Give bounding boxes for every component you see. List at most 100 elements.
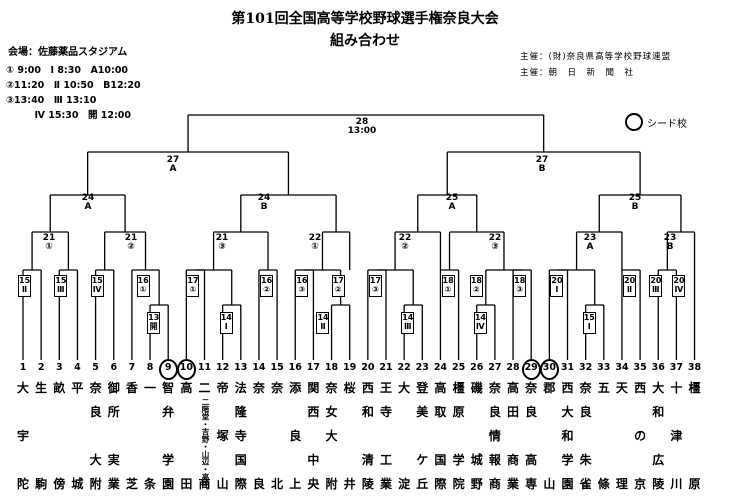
- team-name-char: [15, 400, 32, 424]
- team-name-char: 国: [434, 453, 447, 467]
- team-name-char: 学: [162, 453, 175, 467]
- team-name: 奈良朱雀: [577, 376, 594, 496]
- team-number: 34: [615, 362, 629, 373]
- team-name-char: 王: [379, 381, 392, 395]
- game-number: 15: [583, 313, 595, 322]
- game-number: 14: [402, 313, 414, 322]
- team-name-char: 畝: [53, 381, 66, 395]
- team-name-char: 橿: [452, 381, 465, 395]
- team-name-char: 西: [634, 381, 647, 395]
- team-name-char: 大: [398, 381, 411, 395]
- team-name-char: 央: [307, 477, 320, 491]
- team-number: 19: [343, 362, 357, 373]
- team-name-char: [33, 448, 50, 472]
- team-name-char: [668, 400, 685, 424]
- team-name-char: [214, 400, 231, 424]
- game-slot: ②: [334, 284, 342, 294]
- team-name: 郡山: [541, 376, 558, 496]
- team-name-char: [468, 424, 485, 448]
- team-name-char: [450, 424, 467, 448]
- team-name-char: [541, 400, 558, 424]
- team-name-char: 実: [107, 453, 120, 467]
- team-name-char: 附: [325, 477, 338, 491]
- team-name: 五條: [595, 376, 612, 496]
- game-number: 18: [514, 276, 526, 285]
- team-name-char: 学: [452, 453, 465, 467]
- team-number: 5: [92, 362, 99, 373]
- team-name: 西の京: [632, 376, 649, 496]
- team-name: 奈女大附: [323, 376, 340, 496]
- team-name: 西大和学園: [559, 376, 576, 496]
- team-name-char: [613, 424, 630, 448]
- team-name-char: 奈: [488, 381, 501, 395]
- team-number: 18: [324, 362, 339, 373]
- game-slot: Ⅲ: [652, 284, 660, 294]
- team-name-char: 院: [452, 477, 465, 491]
- game-slot: Ⅰ: [555, 284, 559, 294]
- game-number: 15: [55, 276, 67, 285]
- team-name-char: [505, 424, 522, 448]
- team-name-char: [33, 400, 50, 424]
- team-name-char: [178, 424, 195, 448]
- team-number: 2: [37, 362, 45, 373]
- game-slot: Ⅱ: [21, 284, 28, 294]
- team-name-char: 工: [379, 453, 392, 467]
- team-name-char: 良: [289, 429, 302, 443]
- seed-legend-label: シード校: [647, 118, 687, 130]
- team-number: 6: [110, 362, 118, 373]
- team-number: 28: [506, 362, 520, 373]
- team-name-char: [541, 448, 558, 472]
- team-name-char: 商: [507, 453, 520, 467]
- team-name-char: 平: [71, 381, 84, 395]
- team-name-char: [632, 400, 649, 424]
- team-name-char: 郡: [543, 381, 556, 395]
- team-number: 33: [597, 362, 611, 373]
- team-name: 二商: [196, 376, 213, 496]
- team-name-char: 田: [507, 405, 520, 419]
- team-name-char: [269, 400, 286, 424]
- team-name: 帝塚山: [214, 376, 231, 496]
- team-name: 桜井: [341, 376, 358, 496]
- team-name-char: [341, 448, 358, 472]
- team-name: 王寺工業: [378, 376, 395, 496]
- team-name: 香芝: [123, 376, 140, 496]
- team-name-char: [396, 424, 413, 448]
- team-number: 25: [451, 362, 466, 373]
- team-name-char: [595, 424, 612, 448]
- game-slot: Ⅰ: [224, 321, 228, 331]
- game-number: 15: [19, 276, 31, 285]
- team-name: 磯城野: [468, 376, 485, 496]
- team-number: 20: [361, 362, 375, 373]
- team-name-char: 山: [543, 477, 556, 491]
- team-name-char: 高: [434, 381, 447, 395]
- team-name-char: 智: [162, 381, 175, 395]
- team-name-char: 業: [107, 477, 120, 491]
- team-name-char: [87, 424, 104, 448]
- team-name-char: 関: [307, 381, 320, 395]
- team-name: 畝傍: [51, 376, 68, 496]
- team-name-char: [269, 424, 286, 448]
- team-name-char: 原: [688, 477, 701, 491]
- game-slot: ①: [189, 284, 197, 294]
- team-number: 21: [379, 362, 393, 373]
- team-name-char: [51, 448, 68, 472]
- game-number: 15: [91, 276, 103, 285]
- seed-circle-icon: [625, 113, 643, 131]
- team-name: 添良上: [287, 376, 304, 496]
- team-name-char: 陵: [652, 477, 665, 491]
- team-name-char: 大: [561, 405, 574, 419]
- team-name-char: 帝: [216, 381, 229, 395]
- page-title: 第101回全国高等学校野球選手権奈良大会: [231, 11, 499, 27]
